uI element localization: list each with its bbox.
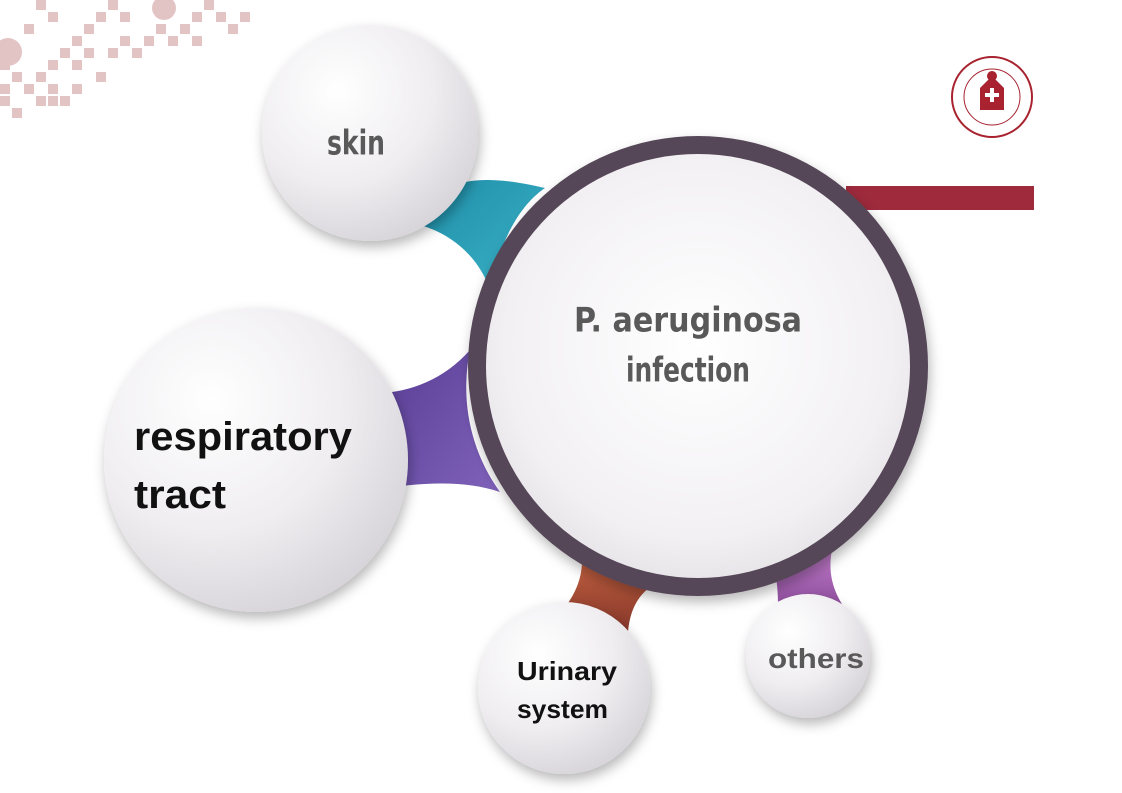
respiratory-label-line1: respiratory	[134, 415, 353, 459]
respiratory-connector	[392, 350, 500, 492]
corner-pattern	[0, 0, 250, 118]
skin-node: skin	[262, 25, 478, 241]
hospital-logo	[951, 56, 1033, 138]
respiratory-label-line2: tract	[134, 473, 226, 517]
skin-connector	[420, 179, 545, 290]
urinary-label-line1: Urinary	[517, 656, 618, 686]
center-node: P. aeruginosa infection	[468, 136, 928, 596]
respiratory-node: respiratory tract	[104, 308, 408, 612]
center-label-line1: P. aeruginosa	[574, 301, 802, 341]
others-label: others	[768, 643, 864, 674]
urinary-node: Urinary system	[478, 602, 650, 774]
skin-label: skin	[327, 124, 385, 164]
others-node: others	[746, 594, 870, 718]
urinary-label-line2: system	[517, 694, 608, 724]
accent-bar	[846, 186, 1034, 210]
center-label-line2: infection	[626, 351, 750, 391]
